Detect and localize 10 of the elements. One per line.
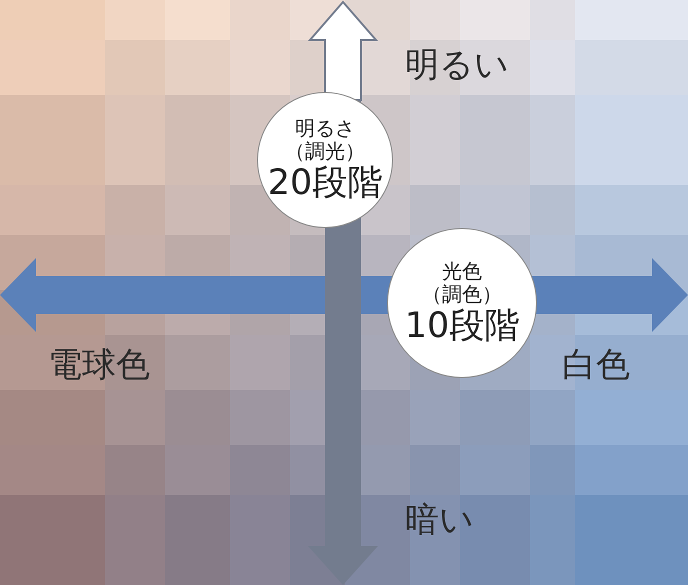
axis-label: 暗い (405, 503, 474, 537)
axis-label: 電球色 (48, 348, 150, 382)
axis-label: 白色 (562, 348, 630, 382)
heading-text: 光色 (442, 260, 482, 283)
value-text: 20段階 (268, 162, 382, 204)
axis-label: 明るい (405, 48, 509, 82)
subheading-text: （調色） (422, 282, 502, 306)
value-text: 10段階 (404, 306, 520, 346)
subheading-text: （調光） (285, 140, 365, 163)
heading-text: 明るさ (295, 116, 355, 140)
